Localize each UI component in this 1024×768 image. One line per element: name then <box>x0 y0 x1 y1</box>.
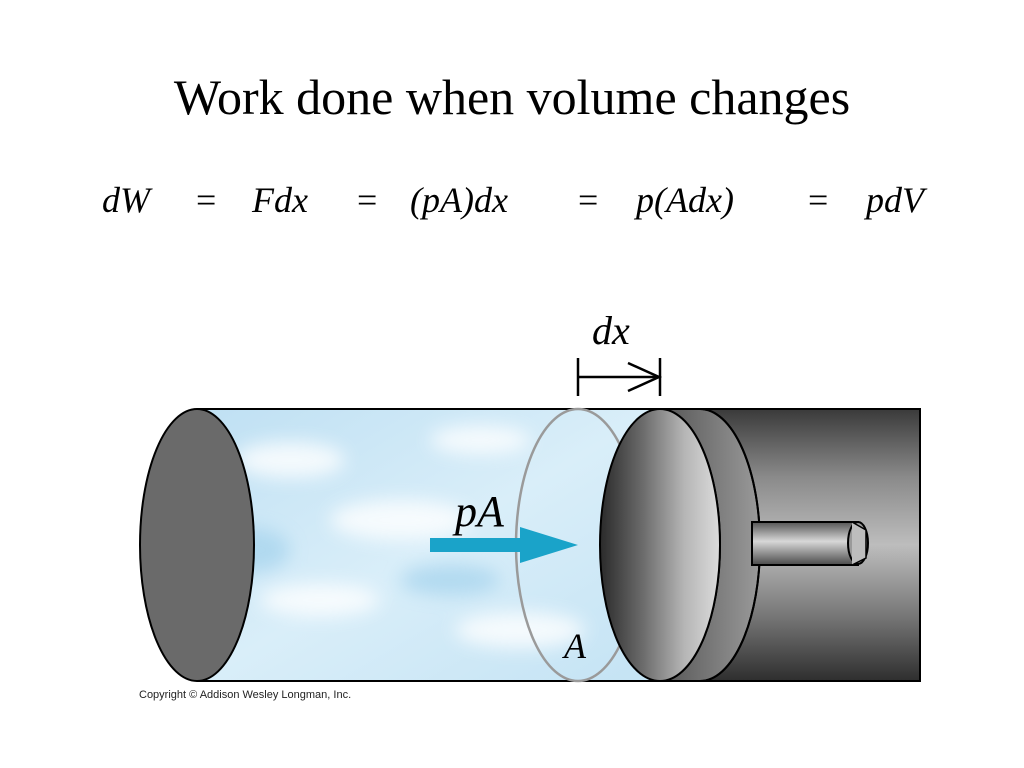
piston-face <box>599 408 721 682</box>
gas-region <box>197 408 660 682</box>
equals-sign: = <box>196 180 217 220</box>
work-equation: dW = Fdx = (pA)dx = p(Adx) = pdV <box>0 175 1024 225</box>
cylinder-end-cap <box>139 408 255 682</box>
dx-indicator <box>576 358 663 396</box>
equation-term-p-adx: p(Adx) <box>636 180 734 220</box>
force-arrow <box>430 527 578 563</box>
piston-rod <box>751 521 859 566</box>
piston-cylinder-diagram: dx pA A <box>139 308 921 683</box>
slide-title: Work done when volume changes <box>173 69 851 125</box>
copyright-notice: Copyright © Addison Wesley Longman, Inc. <box>139 689 352 701</box>
equals-sign: = <box>578 180 599 220</box>
force-label: pA <box>452 487 505 536</box>
equation-term-dw: dW <box>102 180 150 220</box>
equation-term-pa-dx: (pA)dx <box>410 180 508 220</box>
equals-sign: = <box>808 180 829 220</box>
equation-term-fdx: Fdx <box>252 180 308 220</box>
equals-sign: = <box>357 180 378 220</box>
dx-label: dx <box>592 308 630 353</box>
area-label: A <box>562 626 587 666</box>
equation-term-pdv: pdV <box>866 180 924 220</box>
